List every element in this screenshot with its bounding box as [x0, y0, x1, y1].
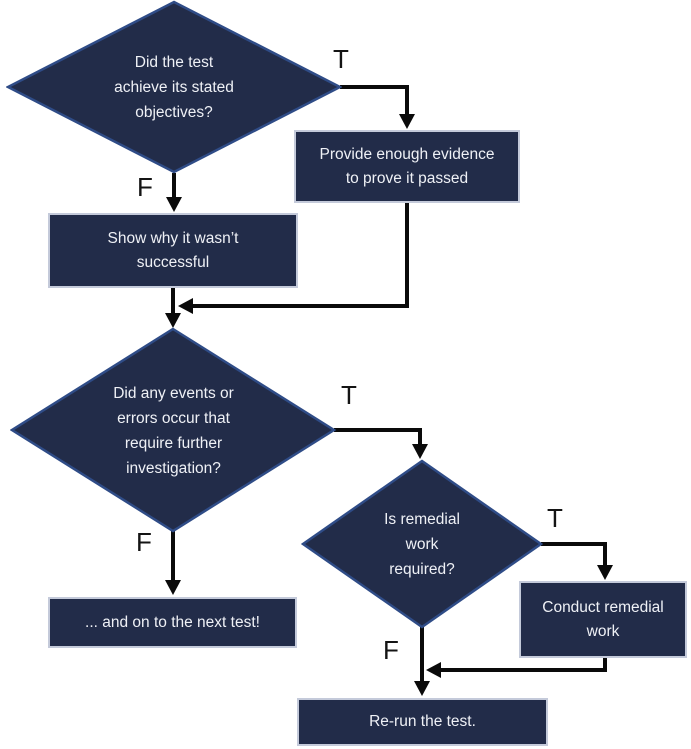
- process-box-conduct-remedial-label: Conduct remedial work: [542, 598, 664, 640]
- connector-conduct-merge: [440, 658, 607, 672]
- process-box-next-test: ... and on to the next test!: [48, 597, 297, 648]
- process-box-next-test-label: ... and on to the next test!: [85, 613, 260, 631]
- branch-label-d1-false: F: [137, 171, 153, 202]
- decision-diamond-events-errors: [10, 327, 337, 533]
- connector-arrowheads: [165, 114, 613, 696]
- branch-label-d2-true: T: [341, 379, 357, 410]
- decision-diamond-test-objectives: [6, 0, 342, 174]
- arrowhead-into-rerun: [414, 681, 430, 696]
- process-box-rerun-test: Re-run the test.: [297, 698, 548, 746]
- decision-diamond-remedial-work: [301, 459, 543, 629]
- decision-diamond-remedial-work-shape: [301, 459, 543, 629]
- connector-d1-true: [340, 85, 409, 115]
- process-box-rerun-test-label: Re-run the test.: [369, 713, 476, 730]
- arrowhead-into-nexttest: [165, 580, 181, 595]
- branch-label-d2-false: F: [136, 526, 152, 557]
- decision-diamond-events-errors-shape: [10, 327, 337, 533]
- arrowhead-into-conduct: [597, 565, 613, 580]
- process-box-conduct-remedial: Conduct remedial work: [519, 581, 687, 658]
- arrowhead-merge-left-2: [426, 662, 441, 678]
- arrowhead-merge-left-1: [178, 298, 193, 314]
- process-box-provide-evidence-label: Provide enough evidence to prove it pass…: [319, 145, 495, 187]
- arrowhead-into-showwhy: [166, 197, 182, 212]
- arrowhead-into-d3: [412, 444, 428, 459]
- connector-d2-true: [334, 428, 422, 445]
- branch-label-d1-true: T: [333, 43, 349, 74]
- connector-d3-true: [541, 542, 607, 566]
- arrowhead-into-evidence: [399, 114, 415, 129]
- branch-label-d3-true: T: [547, 502, 563, 533]
- process-box-show-why: Show why it wasn’t successful: [48, 213, 298, 288]
- arrowhead-into-d2: [165, 313, 181, 328]
- connector-evidence-merge: [192, 203, 409, 308]
- process-box-show-why-label: Show why it wasn’t successful: [107, 229, 239, 271]
- process-box-provide-evidence: Provide enough evidence to prove it pass…: [294, 130, 520, 203]
- decision-diamond-test-objectives-shape: [6, 0, 342, 174]
- branch-label-d3-false: F: [383, 634, 399, 665]
- connector-paths: [171, 85, 607, 682]
